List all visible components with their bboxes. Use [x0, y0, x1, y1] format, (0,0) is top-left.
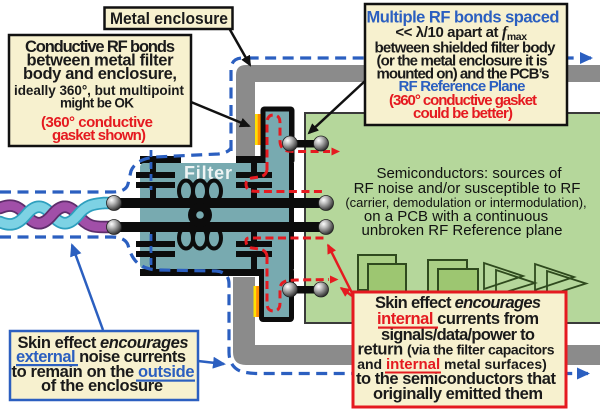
svg-text:ideally 360°, but multipoint: ideally 360°, but multipoint [14, 83, 185, 98]
svg-text:between shielded filter body: between shielded filter body [375, 40, 557, 57]
svg-text:to remain on the outside: to remain on the outside [12, 363, 195, 381]
svg-text:Multiple RF bonds spaced: Multiple RF bonds spaced [367, 9, 560, 27]
svg-text:Conductive RF bonds: Conductive RF bonds [25, 38, 175, 56]
svg-text:to the semiconductors that: to the semiconductors that [356, 370, 557, 388]
svg-text:between metal filter: between metal filter [27, 52, 175, 70]
svg-text:Semiconductors: sources of: Semiconductors: sources of [376, 165, 562, 182]
svg-text:and internal metal surfaces): and internal metal surfaces) [357, 356, 547, 373]
svg-text:RF Reference Plane: RF Reference Plane [399, 78, 526, 95]
svg-text:<< λ/10 apart at fmax: << λ/10 apart at fmax [395, 24, 527, 43]
svg-text:Metal enclosure: Metal enclosure [110, 9, 228, 28]
svg-text:(or the metal enclosure it is: (or the metal enclosure it is [377, 53, 548, 70]
svg-text:could be better): could be better) [413, 105, 513, 122]
svg-text:(360° conductive gasket: (360° conductive gasket [389, 92, 537, 109]
svg-text:unbroken RF Reference plane: unbroken RF Reference plane [362, 222, 563, 239]
svg-text:RF noise and/or susceptible to: RF noise and/or susceptible to RF [354, 180, 581, 197]
svg-text:gasket shown): gasket shown) [52, 127, 146, 144]
svg-text:Skin effect encourages: Skin effect encourages [18, 334, 189, 352]
svg-text:(360° conductive: (360° conductive [41, 114, 153, 131]
svg-text:(carrier, demodulation or inte: (carrier, demodulation or intermodulatio… [345, 195, 586, 210]
svg-text:signals/data/power to: signals/data/power to [381, 326, 535, 344]
svg-text:mounted on) and the PCB’s: mounted on) and the PCB’s [377, 66, 550, 83]
svg-text:of the enclosure: of the enclosure [41, 377, 163, 395]
svg-text:body and enclosure,: body and enclosure, [23, 65, 177, 83]
svg-text:might be OK: might be OK [60, 96, 134, 111]
svg-text:originally emitted them: originally emitted them [373, 385, 543, 403]
svg-text:external noise currents: external noise currents [16, 348, 186, 366]
svg-text:Skin effect encourages: Skin effect encourages [375, 294, 541, 312]
svg-text:Filter: Filter [184, 163, 232, 183]
svg-text:internal currents from: internal currents from [377, 310, 539, 328]
svg-text:on a PCB with a continuous: on a PCB with a continuous [364, 208, 548, 225]
svg-text:return (via the filter capacit: return (via the filter capacitors [358, 341, 555, 359]
